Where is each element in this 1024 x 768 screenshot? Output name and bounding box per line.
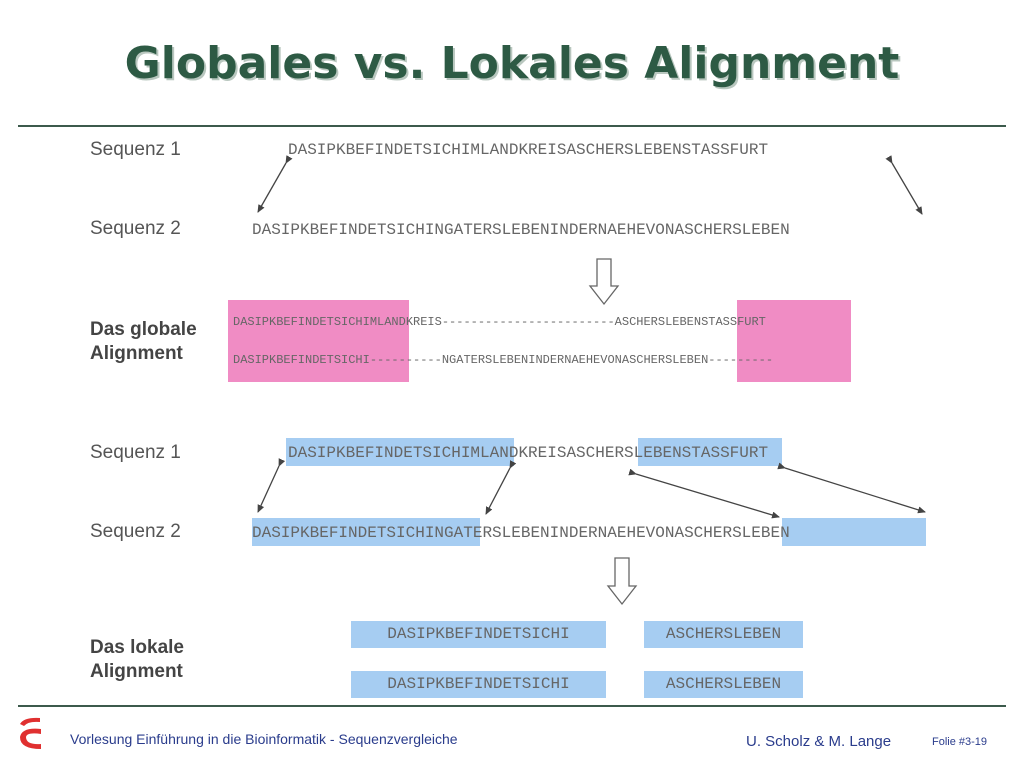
global-highlight-right [737,300,851,382]
global-row1: DASIPKBEFINDETSICHIMLANDKREIS-----------… [233,315,766,329]
local-label-line1: Das lokale [90,637,184,658]
local-box-seq1-right: ASCHERSLEBEN [644,621,803,648]
local-alignment-label: Das lokale Alignment [90,636,184,684]
seq1-label-bottom: Sequenz 1 [90,442,181,463]
seq1-bottom: DASIPKBEFINDETSICHIMLANDKREISASCHERSLEBE… [288,444,769,462]
seq2-top: DASIPKBEFINDETSICHINGATERSLEBENINDERNAEH… [252,221,790,239]
seq2-highlight-left [252,518,480,546]
seq2-highlight-right [782,518,926,546]
top-divider [18,125,1006,127]
bottom-cross-double-arrow-1 [628,468,780,519]
seq2-label-bottom: Sequenz 2 [90,521,181,542]
local-box-seq1-left: DASIPKBEFINDETSICHI [351,621,606,648]
local-box-seq2-right: ASCHERSLEBEN [644,671,803,698]
global-highlight-left [228,300,409,382]
down-arrow-icon-2 [606,557,638,606]
top-left-double-arrow [257,155,293,213]
local-label-line2: Alignment [90,661,183,682]
logo-icon [20,717,41,749]
global-alignment-label: Das globale Alignment [90,318,197,366]
down-arrow-icon-1 [588,258,620,306]
footer-course: Vorlesung Einführung in die Bioinformati… [70,731,458,747]
seq1-label-top: Sequenz 1 [90,139,181,160]
footer-authors: U. Scholz & M. Lange [746,733,892,750]
seq2-label-top: Sequenz 2 [90,218,181,239]
global-label-line2: Alignment [90,343,183,364]
bottom-mid-double-arrow [485,460,517,515]
slide-title: Globales vs. Lokales Alignment [124,38,900,89]
seq1-top: DASIPKBEFINDETSICHIMLANDKREISASCHERSLEBE… [288,141,769,159]
seq1-highlight-right [638,438,782,466]
bottom-divider [18,705,1006,707]
local-box-seq2-left: DASIPKBEFINDETSICHI [351,671,606,698]
seq2-bottom: DASIPKBEFINDETSICHINGATERSLEBENINDERNAEH… [252,524,790,542]
bottom-left-double-arrow [257,458,286,513]
seq1-highlight-left [286,438,514,466]
footer-slide-number: Folie #3-19 [932,736,988,748]
global-label-line1: Das globale [90,319,197,340]
bottom-cross-double-arrow-2 [777,462,926,514]
global-row2: DASIPKBEFINDETSICHI----------NGATERSLEBE… [233,353,774,367]
top-right-double-arrow [885,155,923,215]
